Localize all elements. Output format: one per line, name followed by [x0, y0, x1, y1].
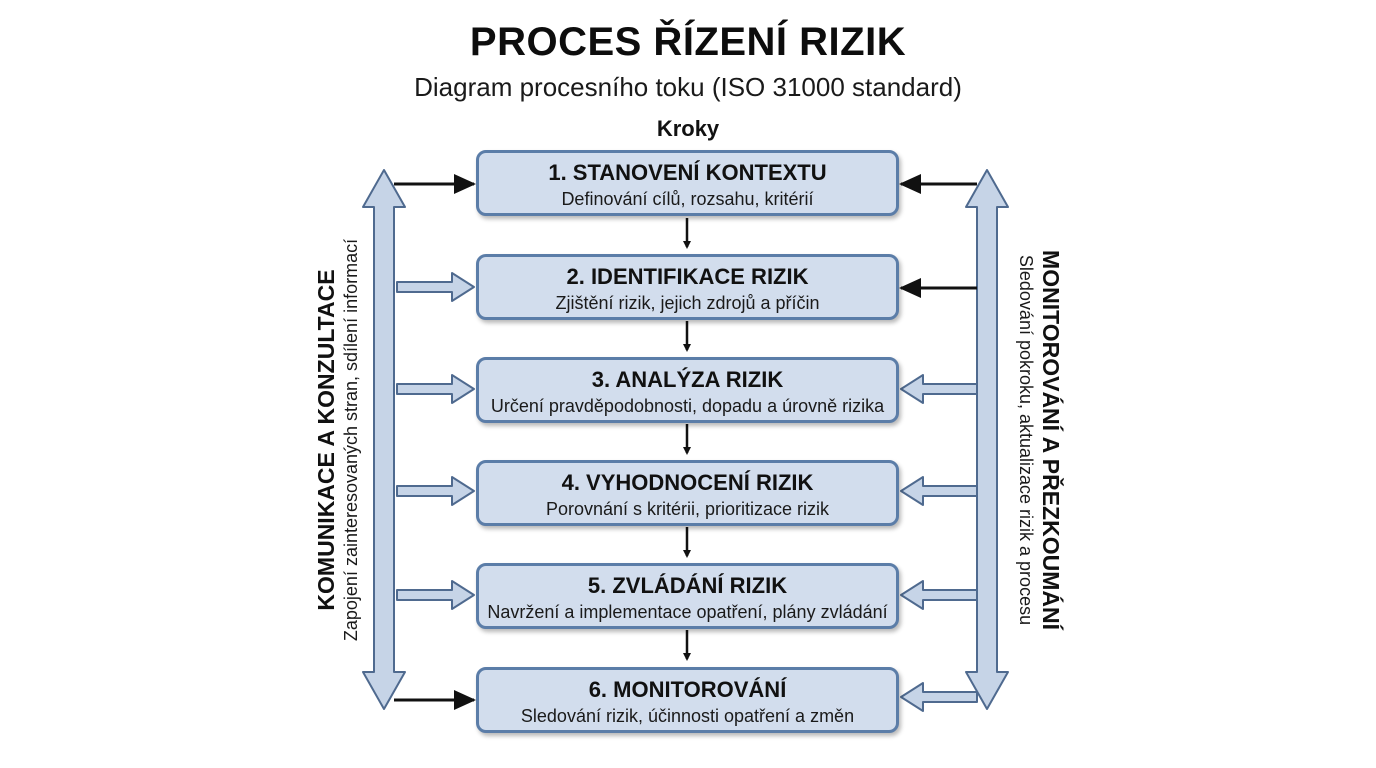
step-box-5: 5. ZVLÁDÁNÍ RIZIK Navržení a implementac… — [476, 563, 899, 629]
steps-header: Kroky — [656, 116, 720, 141]
diagram-subtitle: Diagram procesního toku (ISO 31000 stand… — [414, 72, 962, 102]
left-side-title: KOMUNIKACE A KONZULTACE — [313, 269, 339, 611]
step-box-4: 4. VYHODNOCENÍ RIZIK Porovnání s kritéri… — [476, 460, 899, 526]
step-description: Navržení a implementace opatření, plány … — [487, 602, 888, 622]
step-description: Porovnání s kritérii, prioritizace rizik — [545, 499, 830, 519]
diagram-title: PROCES ŘÍZENÍ RIZIK — [469, 20, 907, 64]
step-description: Určení pravděpodobnosti, dopadu a úrovně… — [490, 396, 885, 416]
step-title: 3. ANALÝZA RIZIK — [591, 367, 784, 392]
step-title: 6. MONITOROVÁNÍ — [588, 677, 787, 702]
right-hollow-arrow-step-3 — [900, 374, 978, 404]
step-title: 4. VYHODNOCENÍ RIZIK — [561, 470, 814, 495]
left-hollow-arrow-step-5 — [396, 580, 475, 610]
step-description: Definování cílů, rozsahu, kritérií — [561, 189, 814, 209]
step-description: Sledování rizik, účinnosti opatření a zm… — [520, 706, 855, 726]
left-side-description: Zapojení zainteresovaných stran, sdílení… — [341, 238, 361, 642]
step-title: 1. STANOVENÍ KONTEXTU — [548, 160, 827, 185]
left-vertical-double-arrow — [362, 169, 406, 710]
right-side-label: MONITOROVÁNÍ A PŘEZKOUMÁNÍ Sledování pok… — [1015, 140, 1065, 740]
right-hollow-arrow-step-6 — [900, 682, 978, 712]
step-title: 5. ZVLÁDÁNÍ RIZIK — [587, 573, 788, 598]
left-hollow-arrow-step-3 — [396, 374, 475, 404]
right-vertical-double-arrow — [965, 169, 1009, 710]
left-hollow-arrow-step-4 — [396, 476, 475, 506]
step-box-6: 6. MONITOROVÁNÍ Sledování rizik, účinnos… — [476, 667, 899, 733]
step-box-3: 3. ANALÝZA RIZIK Určení pravděpodobnosti… — [476, 357, 899, 423]
right-hollow-arrow-step-5 — [900, 580, 978, 610]
right-side-description: Sledování pokroku, aktualizace rizik a p… — [1016, 254, 1036, 626]
step-box-2: 2. IDENTIFIKACE RIZIK Zjištění rizik, je… — [476, 254, 899, 320]
step-description: Zjištění rizik, jejich zdrojů a příčin — [555, 293, 820, 313]
right-hollow-arrow-step-4 — [900, 476, 978, 506]
left-hollow-arrow-step-2 — [396, 272, 475, 302]
step-box-1: 1. STANOVENÍ KONTEXTU Definování cílů, r… — [476, 150, 899, 216]
left-side-label: KOMUNIKACE A KONZULTACE Zapojení zainter… — [312, 140, 362, 740]
right-side-title: MONITOROVÁNÍ A PŘEZKOUMÁNÍ — [1038, 250, 1064, 630]
step-title: 2. IDENTIFIKACE RIZIK — [566, 264, 809, 289]
